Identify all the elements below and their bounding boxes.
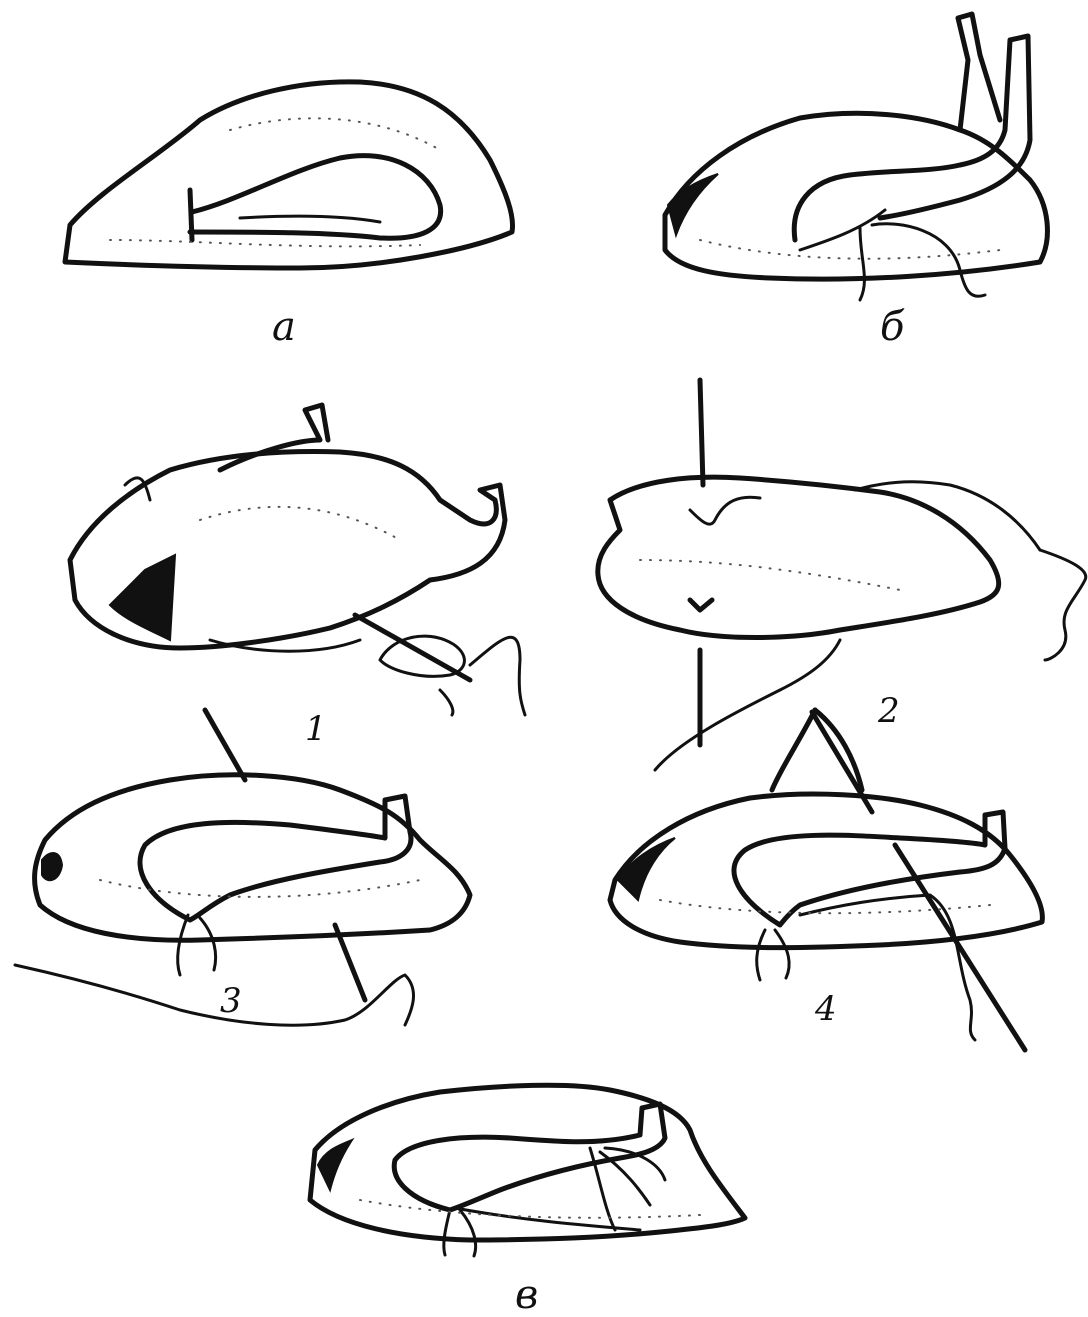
figure-a-bird-legs-tucked xyxy=(65,82,513,268)
step-4-label: 4 xyxy=(814,989,837,1029)
step-2-label: 2 xyxy=(877,691,900,731)
step-1-needle-through: 1 xyxy=(70,405,525,749)
figure-v-trussed-bird: в xyxy=(310,1085,745,1317)
figure-b-label: б xyxy=(880,304,905,350)
step-3-tying-legs: 3 xyxy=(15,710,470,1025)
step-2-needle-through-back: 2 xyxy=(598,380,1086,770)
step-1-label: 1 xyxy=(305,709,327,749)
step-4-second-stitch: 4 xyxy=(610,710,1042,1050)
figure-v-label: в xyxy=(515,1272,538,1317)
figure-a-label: а xyxy=(272,304,296,350)
figure-b-bird-legs-raised: б xyxy=(665,14,1047,350)
step-3-label: 3 xyxy=(220,981,242,1021)
